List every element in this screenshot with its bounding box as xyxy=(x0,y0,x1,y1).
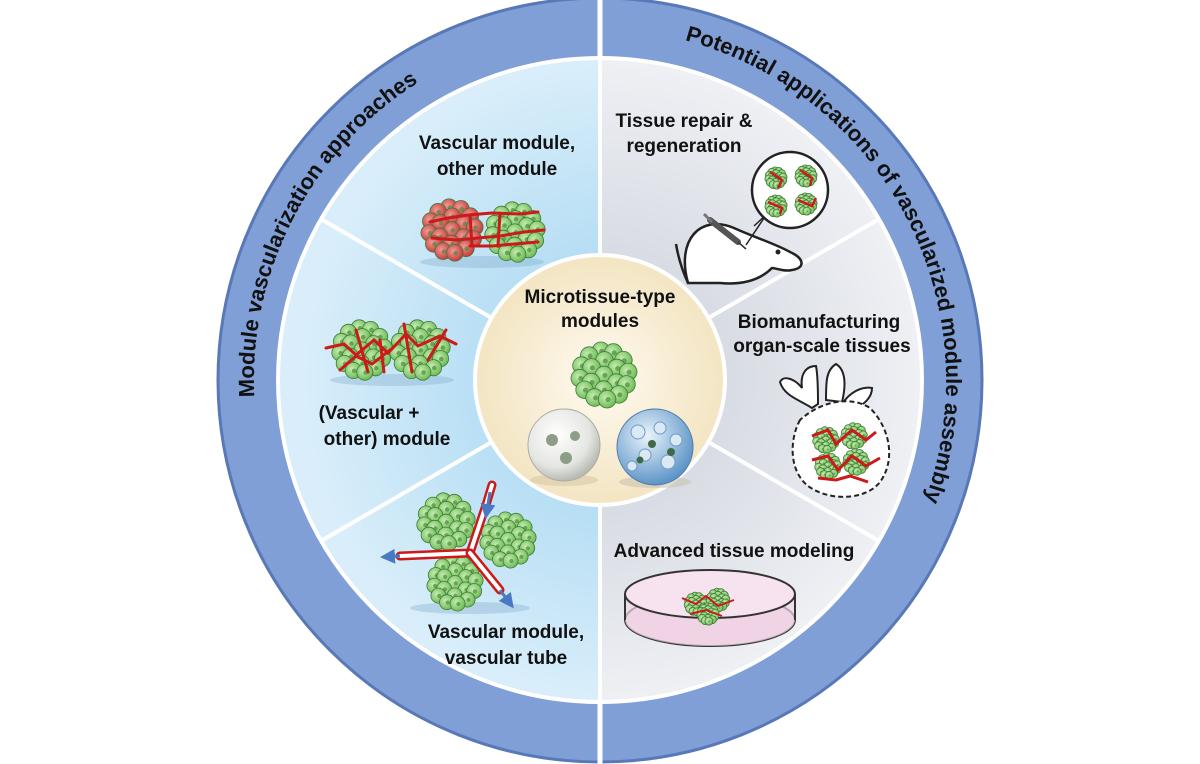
segment-label-bottom-right: Advanced tissue modeling xyxy=(614,541,855,562)
segment-label-top-right-line2: regeneration xyxy=(626,136,741,157)
segment-label-middle-left-line1: (Vascular + xyxy=(319,403,420,424)
mouse-injection-icon xyxy=(674,150,830,285)
petri-dish-icon xyxy=(624,569,796,647)
microtissue-spheroid-icon xyxy=(570,341,638,409)
segment-label-bottom-left-line1: Vascular module, xyxy=(428,622,584,643)
segment-label-middle-right-line2: organ-scale tissues xyxy=(733,336,910,357)
segment-label-top-left-line2: other module xyxy=(437,159,557,180)
porous-scaffold-icon xyxy=(616,408,694,488)
segment-label-top-right-line1: Tissue repair & xyxy=(616,111,753,132)
center-title-line1: Microtissue-type xyxy=(525,287,676,308)
vascularized-spheroid-pair-icon xyxy=(324,319,458,386)
segment-label-bottom-left-line2: vascular tube xyxy=(445,648,568,669)
segment-label-middle-left-line2: other) module xyxy=(324,429,451,450)
hydrogel-bead-icon xyxy=(527,408,601,486)
center-title-line2: modules xyxy=(561,311,639,332)
vascular-and-other-spheroid-pair-icon xyxy=(420,198,546,268)
right-half-panel xyxy=(600,58,922,702)
heart-tissue-icon xyxy=(778,362,891,498)
spheroids-with-vascular-tube-icon xyxy=(380,480,537,614)
segment-label-middle-right-line1: Biomanufacturing xyxy=(738,312,901,333)
segment-label-top-left-line1: Vascular module, xyxy=(419,133,575,154)
